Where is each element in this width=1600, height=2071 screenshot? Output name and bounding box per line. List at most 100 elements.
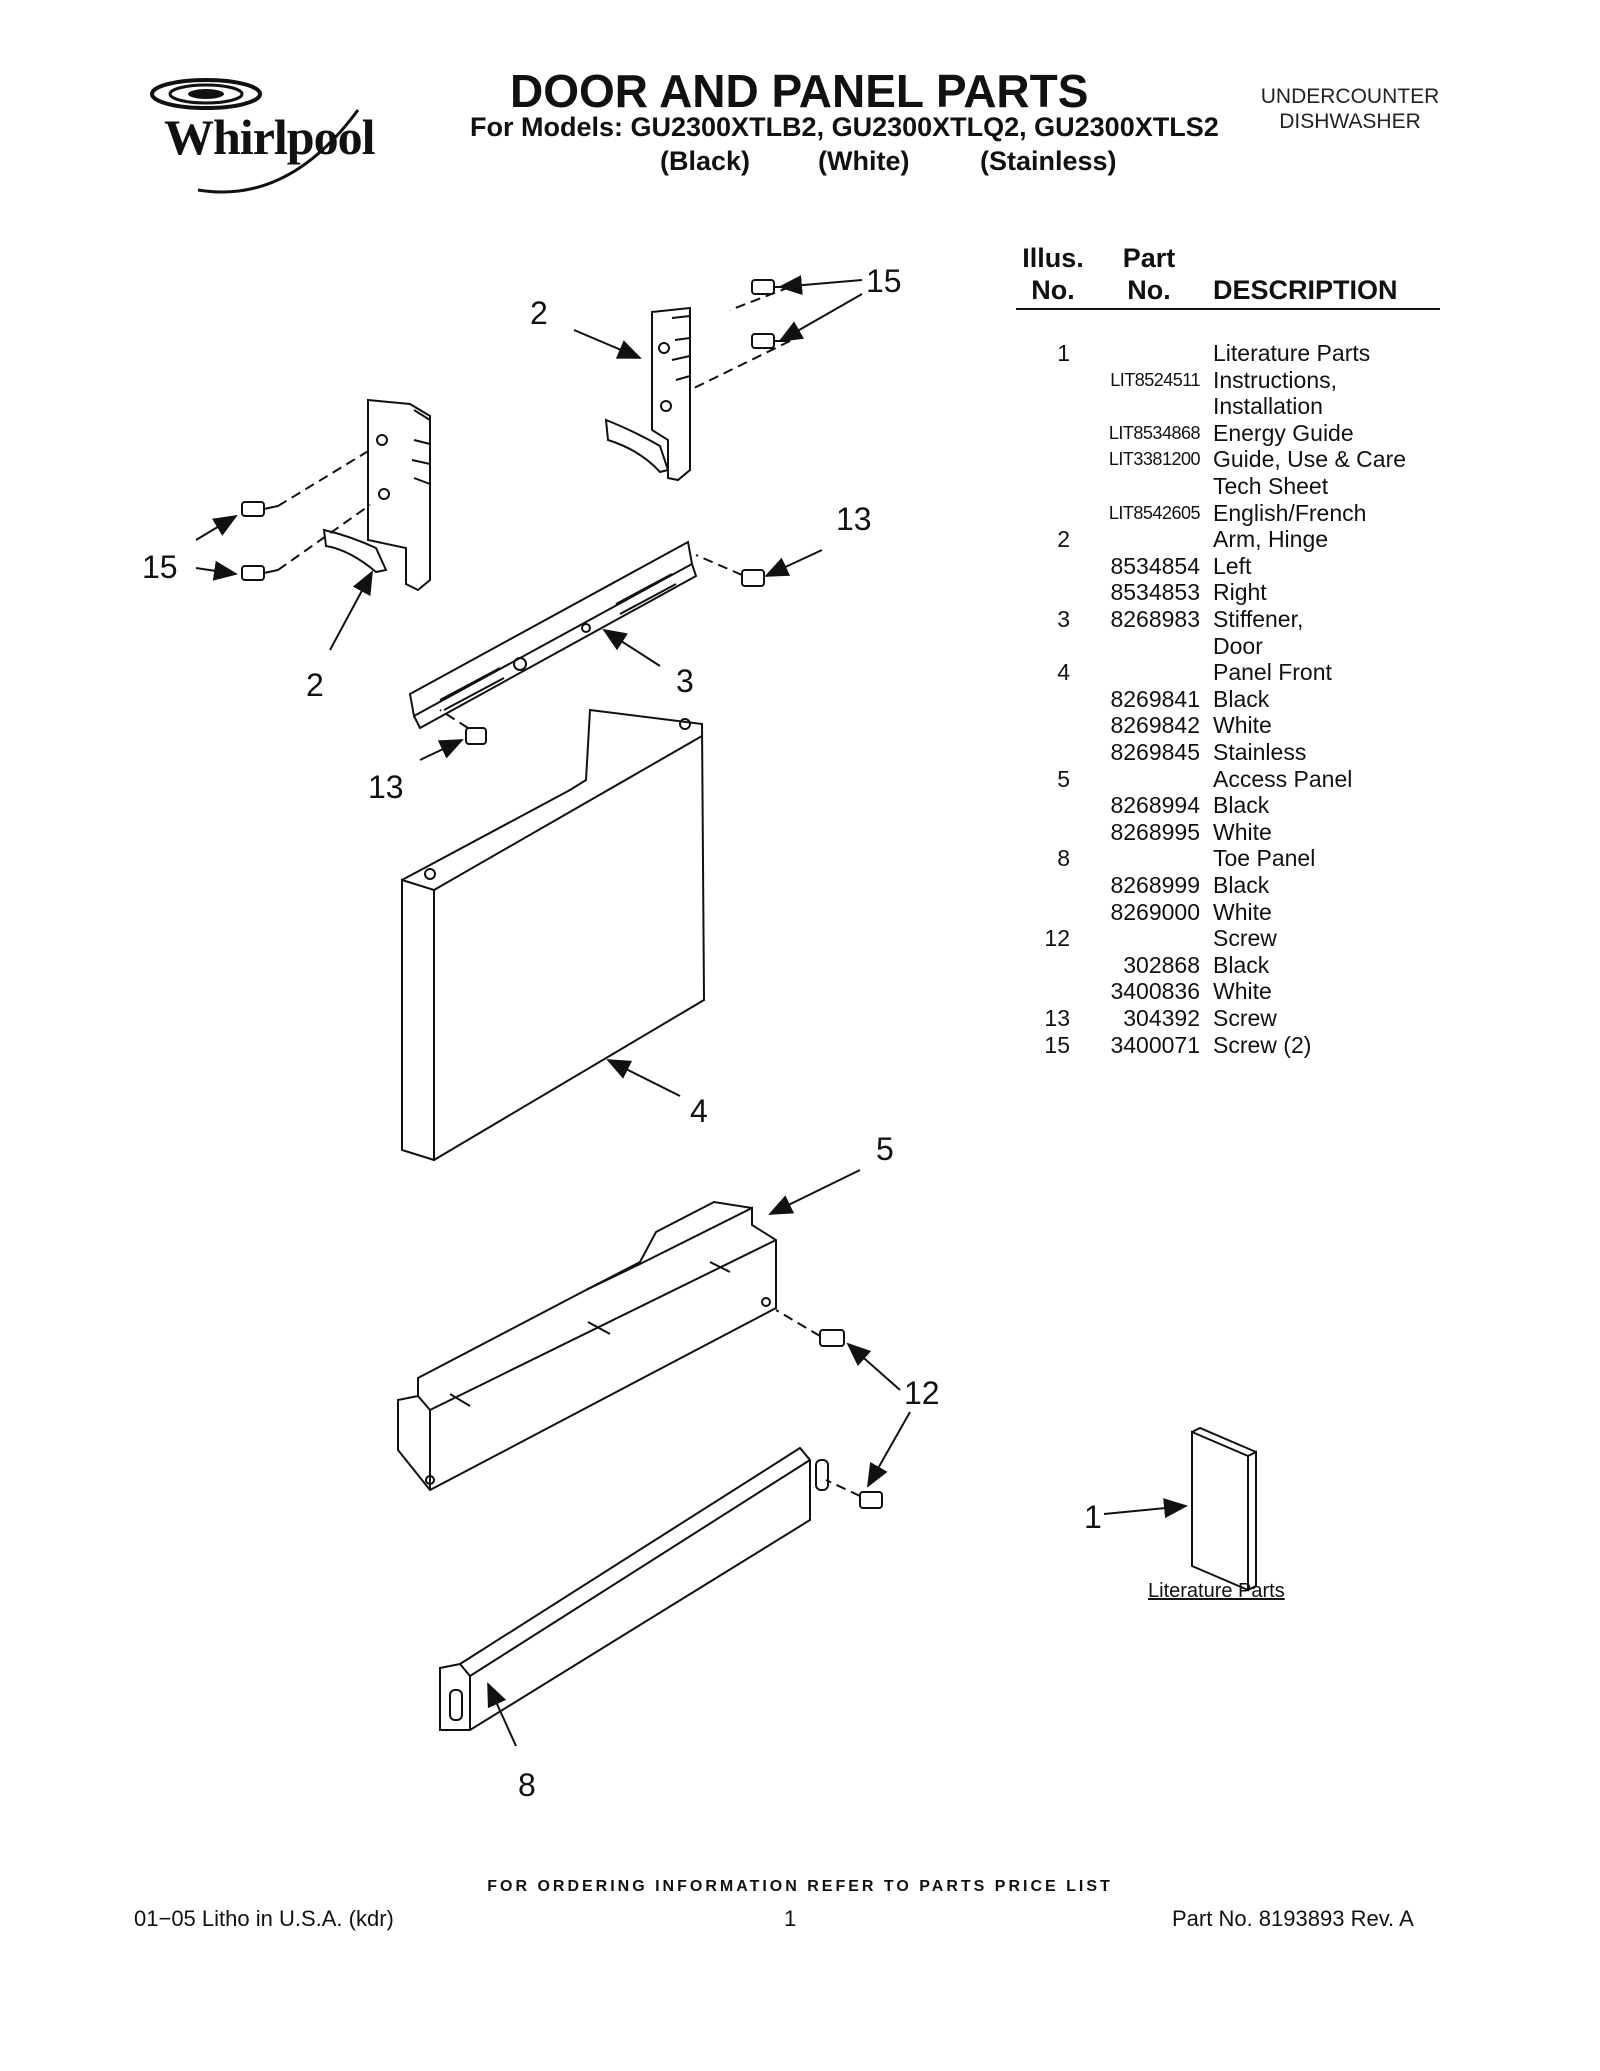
illus-no-cell: 15 bbox=[1044, 1031, 1070, 1058]
description-cell: Guide, Use & Care bbox=[1213, 446, 1407, 473]
variant-stainless: (Stainless) bbox=[980, 146, 1117, 176]
description-cell: White bbox=[1213, 978, 1272, 1005]
part-no-cell: 304392 bbox=[1123, 1005, 1200, 1031]
screw-13-right bbox=[741, 569, 765, 587]
table-row: Door bbox=[1000, 633, 1460, 659]
description-cell: Literature Parts bbox=[1213, 340, 1371, 366]
page-title: DOOR AND PANEL PARTS bbox=[510, 65, 1089, 117]
header-divider bbox=[1016, 308, 1440, 310]
literature-booklet bbox=[1191, 1426, 1257, 1592]
part-no-cell: 8269845 bbox=[1110, 739, 1200, 765]
part-no-cell: 8268983 bbox=[1110, 606, 1200, 632]
description-cell: Panel Front bbox=[1213, 659, 1332, 686]
description-cell: Black bbox=[1213, 792, 1270, 819]
hinge-arm-left bbox=[322, 398, 431, 592]
table-row: LIT8524511 Instructions, bbox=[1000, 367, 1460, 393]
description-cell: White bbox=[1213, 898, 1272, 925]
callout-15-left: 15 bbox=[142, 549, 178, 585]
description-cell: Tech Sheet bbox=[1213, 473, 1329, 499]
litho-note: 01−05 Litho in U.S.A. (kdr) bbox=[134, 1906, 394, 1931]
description-cell: Black bbox=[1213, 685, 1270, 712]
part-no-cell: 8269842 bbox=[1110, 712, 1200, 739]
part-no-cell: LIT3381200 bbox=[1108, 449, 1201, 470]
illus-no-cell: 4 bbox=[1057, 659, 1070, 686]
panel-front bbox=[401, 708, 706, 1162]
part-no-cell: 302868 bbox=[1123, 951, 1200, 978]
category-line-2: DISHWASHER bbox=[1279, 110, 1421, 133]
description-cell: Installation bbox=[1213, 393, 1323, 420]
column-header-description: DESCRIPTION bbox=[1213, 275, 1398, 305]
column-header-part-no: Part No. bbox=[1114, 242, 1184, 306]
ordering-note: FOR ORDERING INFORMATION REFER TO PARTS … bbox=[487, 1878, 1113, 1895]
description-cell: White bbox=[1213, 712, 1272, 739]
header-part-line2: No. bbox=[1127, 275, 1171, 305]
screw-12-upper bbox=[819, 1329, 845, 1347]
header-illus-line2: No. bbox=[1031, 275, 1075, 305]
hinge-arm-right bbox=[604, 306, 691, 482]
table-row: 4 Panel Front bbox=[1000, 659, 1460, 685]
table-row: 8534854 Left bbox=[1000, 553, 1460, 579]
description-cell: Screw bbox=[1213, 925, 1277, 952]
table-row: 8269841 Black bbox=[1000, 686, 1460, 712]
description-cell: Black bbox=[1213, 951, 1270, 978]
access-panel bbox=[397, 1200, 777, 1492]
screw-15-top-b bbox=[751, 333, 790, 349]
part-no-cell: LIT8524511 bbox=[1110, 369, 1200, 390]
illus-no-cell: 1 bbox=[1057, 340, 1070, 366]
table-row: LIT8534868 Energy Guide bbox=[1000, 420, 1460, 446]
part-no-cell: 8534854 bbox=[1110, 552, 1200, 579]
callout-13-right: 13 bbox=[836, 501, 872, 537]
table-row: Tech Sheet bbox=[1000, 473, 1460, 499]
callout-8: 8 bbox=[518, 1767, 536, 1803]
callout-2-top: 2 bbox=[530, 295, 548, 331]
literature-parts-caption: Literature Parts bbox=[1148, 1580, 1285, 1602]
header-part-line1: Part bbox=[1122, 243, 1176, 273]
illus-no-cell: 12 bbox=[1044, 925, 1070, 952]
illus-no-cell: 5 bbox=[1057, 765, 1070, 792]
callout-13-left: 13 bbox=[368, 769, 404, 805]
description-cell: Energy Guide bbox=[1213, 419, 1354, 446]
toe-panel bbox=[439, 1446, 829, 1731]
models-line: For Models: GU2300XTLB2, GU2300XTLQ2, GU… bbox=[470, 112, 1219, 142]
door-stiffener bbox=[408, 540, 698, 730]
table-row: 8269845 Stainless bbox=[1000, 739, 1460, 765]
part-no-cell: 8269000 bbox=[1110, 898, 1200, 925]
description-cell: Stainless bbox=[1213, 739, 1307, 765]
description-cell: White bbox=[1213, 818, 1272, 845]
illus-no-cell: 13 bbox=[1044, 1005, 1070, 1031]
header-illus-line1: Illus. bbox=[1022, 243, 1084, 273]
table-row: 12 Screw bbox=[1000, 925, 1460, 951]
illus-no-cell: 2 bbox=[1057, 526, 1070, 553]
part-no-cell: 8269841 bbox=[1110, 685, 1200, 712]
variant-white: (White) bbox=[818, 146, 910, 176]
callout-15-top: 15 bbox=[866, 263, 902, 299]
screw-13-left bbox=[465, 727, 487, 745]
part-no-cell: 8268995 bbox=[1110, 818, 1200, 845]
variant-black: (Black) bbox=[660, 146, 751, 176]
brand-name: Whirlpool bbox=[164, 109, 375, 165]
part-no-cell: 3400836 bbox=[1110, 978, 1200, 1005]
description-cell: Left bbox=[1213, 552, 1252, 579]
part-no-cell: LIT8534868 bbox=[1108, 422, 1201, 443]
callout-2-left: 2 bbox=[306, 667, 324, 703]
page-number: 1 bbox=[784, 1906, 797, 1931]
table-row: 3400836 White bbox=[1000, 978, 1460, 1004]
whirlpool-logo: Whirlpool bbox=[138, 70, 388, 210]
description-cell: Instructions, bbox=[1213, 366, 1337, 393]
callout-1: 1 bbox=[1084, 1499, 1102, 1535]
table-row: 8268995 White bbox=[1000, 819, 1460, 845]
table-row: 302868 Black bbox=[1000, 952, 1460, 978]
category-line-1: UNDERCOUNTER bbox=[1260, 85, 1440, 108]
part-no-cell: LIT8542605 bbox=[1108, 502, 1201, 523]
callout-12: 12 bbox=[904, 1375, 940, 1411]
